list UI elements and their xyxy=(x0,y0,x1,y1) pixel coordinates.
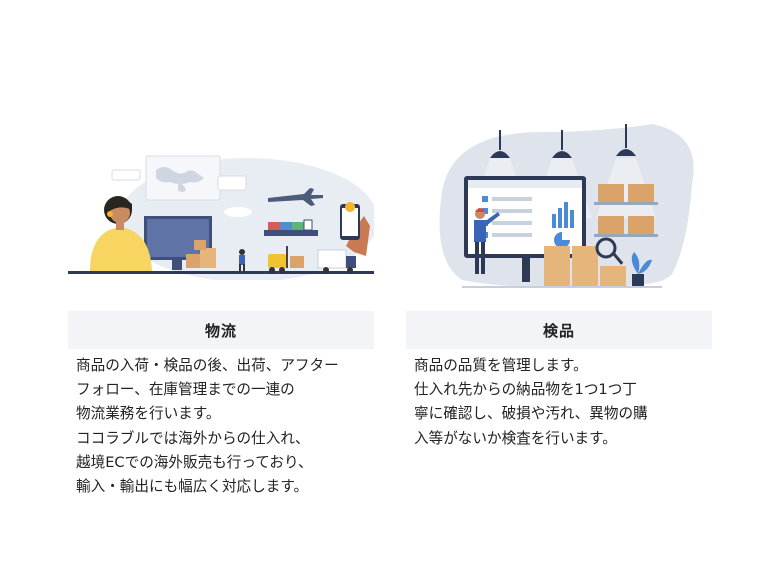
inspection-description: 商品の品質を管理します。 仕入れ先からの納品物を1つ1つ丁 寧に確認し、破損や汚… xyxy=(414,357,648,447)
inspection-illustration xyxy=(439,124,694,288)
inspection-title: 検品 xyxy=(406,311,712,349)
logistics-illustration xyxy=(68,155,374,280)
logistics-description: 商品の入荷・検品の後、出荷、アフター フォロー、在庫管理までの一連の 物流業務を… xyxy=(76,357,339,496)
logistics-title: 物流 xyxy=(68,311,374,349)
